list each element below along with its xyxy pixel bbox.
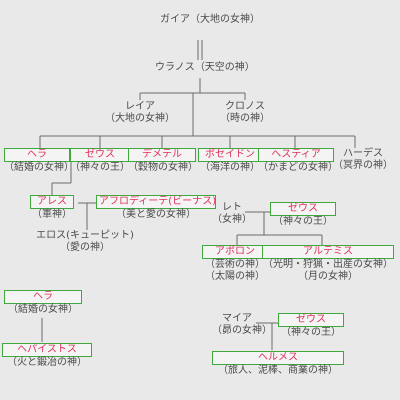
god-hermes: ヘルメス （旅人、泥棒、商業の神） xyxy=(212,351,344,377)
zeus3-title: （神々の王） xyxy=(281,327,341,338)
aphrodite-name: アフロディーテ(ビーナス) xyxy=(96,195,216,209)
hermes-title: （旅人、泥棒、商業の神） xyxy=(218,365,338,376)
apollo-title-2: （太陽の神） xyxy=(205,271,265,282)
apollo-name: アポロン xyxy=(202,245,268,259)
god-rhea: レイア （大地の女神） xyxy=(100,101,180,125)
zeus-name: ゼウス xyxy=(70,148,130,162)
god-maia: マイア （昴の女神） xyxy=(212,313,272,337)
god-hera-2: ヘラ （結婚の女神） xyxy=(4,290,82,316)
eros-name: エロス(キューピット) xyxy=(36,230,134,241)
cronus-title: （時の神） xyxy=(220,113,270,124)
maia-title: （昴の女神） xyxy=(212,325,272,336)
god-cronus: クロノス （時の神） xyxy=(215,101,275,125)
god-apollo: アポロン （芸術の神） （太陽の神） xyxy=(202,245,268,283)
god-zeus-3: ゼウス （神々の王） xyxy=(278,313,344,339)
god-zeus-2: ゼウス （神々の王） xyxy=(270,202,336,228)
aphrodite-title: （美と愛の女神） xyxy=(116,209,196,220)
demeter-title: （穀物の女神） xyxy=(128,162,198,173)
god-demeter: デメテル （穀物の女神） xyxy=(128,148,198,174)
god-ares: アレス （軍神） xyxy=(30,195,74,221)
god-hera: ヘラ （結婚の女神） xyxy=(4,148,74,174)
hera2-title: （結婚の女神） xyxy=(8,304,78,315)
ares-title: （軍神） xyxy=(32,209,72,220)
hephaestus-title: （火と鍛冶の神） xyxy=(7,357,87,368)
artemis-title: （光明・狩猟・出産の女神） xyxy=(263,259,393,270)
zeus3-name: ゼウス xyxy=(278,313,344,327)
demeter-name: デメテル xyxy=(128,148,196,162)
apollo-title: （芸術の神） xyxy=(205,259,265,270)
god-gaia: ガイア（大地の女神） xyxy=(160,14,260,26)
god-leto: レト （女神） xyxy=(212,202,252,226)
ares-name: アレス xyxy=(30,195,74,209)
god-aphrodite: アフロディーテ(ビーナス) （美と愛の女神） xyxy=(96,195,216,221)
hestia-name: ヘスティア xyxy=(258,148,334,162)
rhea-title: （大地の女神） xyxy=(105,113,175,124)
cronus-name: クロノス xyxy=(225,101,265,112)
poseidon-name: ポセイドン xyxy=(198,148,262,162)
maia-name: マイア xyxy=(222,313,252,324)
god-hestia: ヘスティア （かまどの女神） xyxy=(258,148,338,174)
god-hephaestus: ヘパイストス （火と鍛冶の神） xyxy=(2,343,92,369)
poseidon-title: （海洋の神） xyxy=(200,162,260,173)
artemis-title-2: （月の女神） xyxy=(298,271,358,282)
artemis-name: アルテミス xyxy=(262,245,394,259)
hephaestus-name: ヘパイストス xyxy=(2,343,92,357)
hestia-title: （かまどの女神） xyxy=(258,162,338,173)
god-hades: ハーデス （冥界の神） xyxy=(330,148,396,172)
leto-title: （女神） xyxy=(212,214,252,225)
hermes-name: ヘルメス xyxy=(212,351,344,365)
leto-name: レト xyxy=(222,202,242,213)
uranus-label: ウラノス（天空の神） xyxy=(155,62,255,73)
zeus2-title: （神々の王） xyxy=(273,216,333,227)
eros-title: （愛の神） xyxy=(60,242,110,253)
hera-title: （結婚の女神） xyxy=(4,162,74,173)
god-poseidon: ポセイドン （海洋の神） xyxy=(198,148,262,174)
hera-name: ヘラ xyxy=(4,148,70,162)
god-zeus: ゼウス （神々の王） xyxy=(70,148,130,174)
god-uranus: ウラノス（天空の神） xyxy=(155,62,255,74)
god-eros: エロス(キューピット) （愛の神） xyxy=(30,230,140,254)
hera2-name: ヘラ xyxy=(4,290,82,304)
zeus-title: （神々の王） xyxy=(70,162,130,173)
god-artemis: アルテミス （光明・狩猟・出産の女神） （月の女神） xyxy=(262,245,394,283)
hades-title: （冥界の神） xyxy=(333,160,393,171)
rhea-name: レイア xyxy=(125,101,155,112)
zeus2-name: ゼウス xyxy=(270,202,336,216)
gaia-label: ガイア（大地の女神） xyxy=(160,14,260,25)
hades-name: ハーデス xyxy=(343,148,383,159)
